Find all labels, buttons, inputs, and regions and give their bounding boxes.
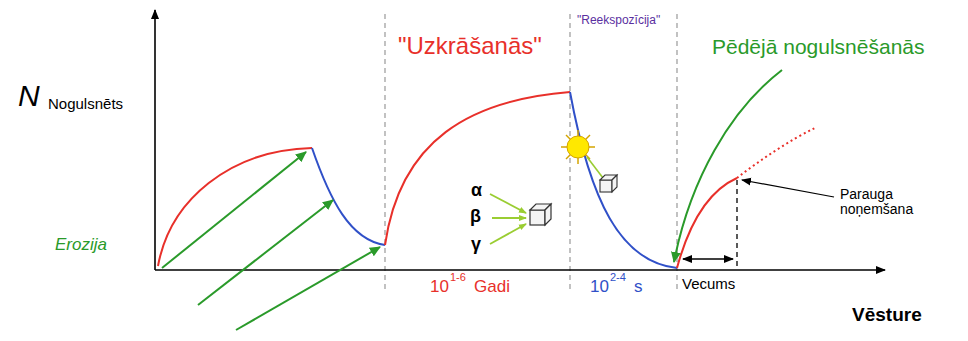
age-arrow [683, 258, 733, 259]
erosion-arrow [236, 247, 380, 330]
cube-face [530, 210, 545, 225]
radiation-symbol: β [470, 207, 481, 226]
duration-unit: s [634, 278, 643, 296]
phase-divider [385, 14, 677, 292]
bleaching-curve [570, 92, 677, 268]
deposition-arrow [674, 70, 782, 262]
sun-ray [566, 135, 590, 159]
axis-symbol: N [18, 80, 40, 112]
radiation-rays [490, 194, 526, 244]
x-axis [155, 269, 885, 271]
axis-label: Vecums [682, 276, 735, 292]
axis-label: Nogulsnēts [48, 96, 123, 112]
cube-side [545, 204, 551, 225]
phase-title: "Uzkrāšanās" [398, 33, 542, 58]
gamma-ray [490, 224, 526, 244]
axis-title: Vēsture [852, 305, 922, 325]
cube-side [612, 175, 617, 192]
duration-value: 10 [430, 278, 449, 296]
sampling-line [736, 180, 737, 269]
accumulation-curve [677, 178, 737, 268]
duration-unit: Gadi [474, 278, 510, 296]
alpha-ray [490, 194, 526, 213]
erosion-label: Erozija [55, 236, 107, 254]
phase-title: Pēdējā nogulsnēšanās [712, 36, 925, 58]
sun-disc [567, 136, 589, 158]
beta-ray [492, 217, 526, 219]
sun-ray [566, 135, 590, 159]
duration-value: 10 [590, 278, 609, 296]
grain-cube [530, 204, 551, 225]
sun [561, 130, 595, 164]
erosion-arrow [162, 152, 306, 268]
leader-arrow [742, 180, 834, 197]
light-ray [587, 157, 603, 178]
cube-face [600, 180, 612, 192]
accumulation-curve [385, 92, 570, 245]
bleaching-curve [312, 148, 385, 245]
grain-cube [600, 175, 617, 192]
erosion-arrows [162, 152, 380, 330]
duration-exponent: 1-6 [450, 272, 466, 284]
y-axis [154, 10, 156, 270]
phase-title: "Reekspozīcija" [577, 14, 660, 27]
erosion-arrow [198, 200, 333, 305]
radiation-symbol: γ [471, 235, 481, 254]
phase-divider [384, 14, 385, 292]
sampling-label: Parauga noņemšana [840, 187, 935, 216]
radiation-symbol: α [471, 181, 482, 200]
duration-exponent: 2-4 [610, 272, 626, 284]
projected-curve [737, 128, 815, 178]
